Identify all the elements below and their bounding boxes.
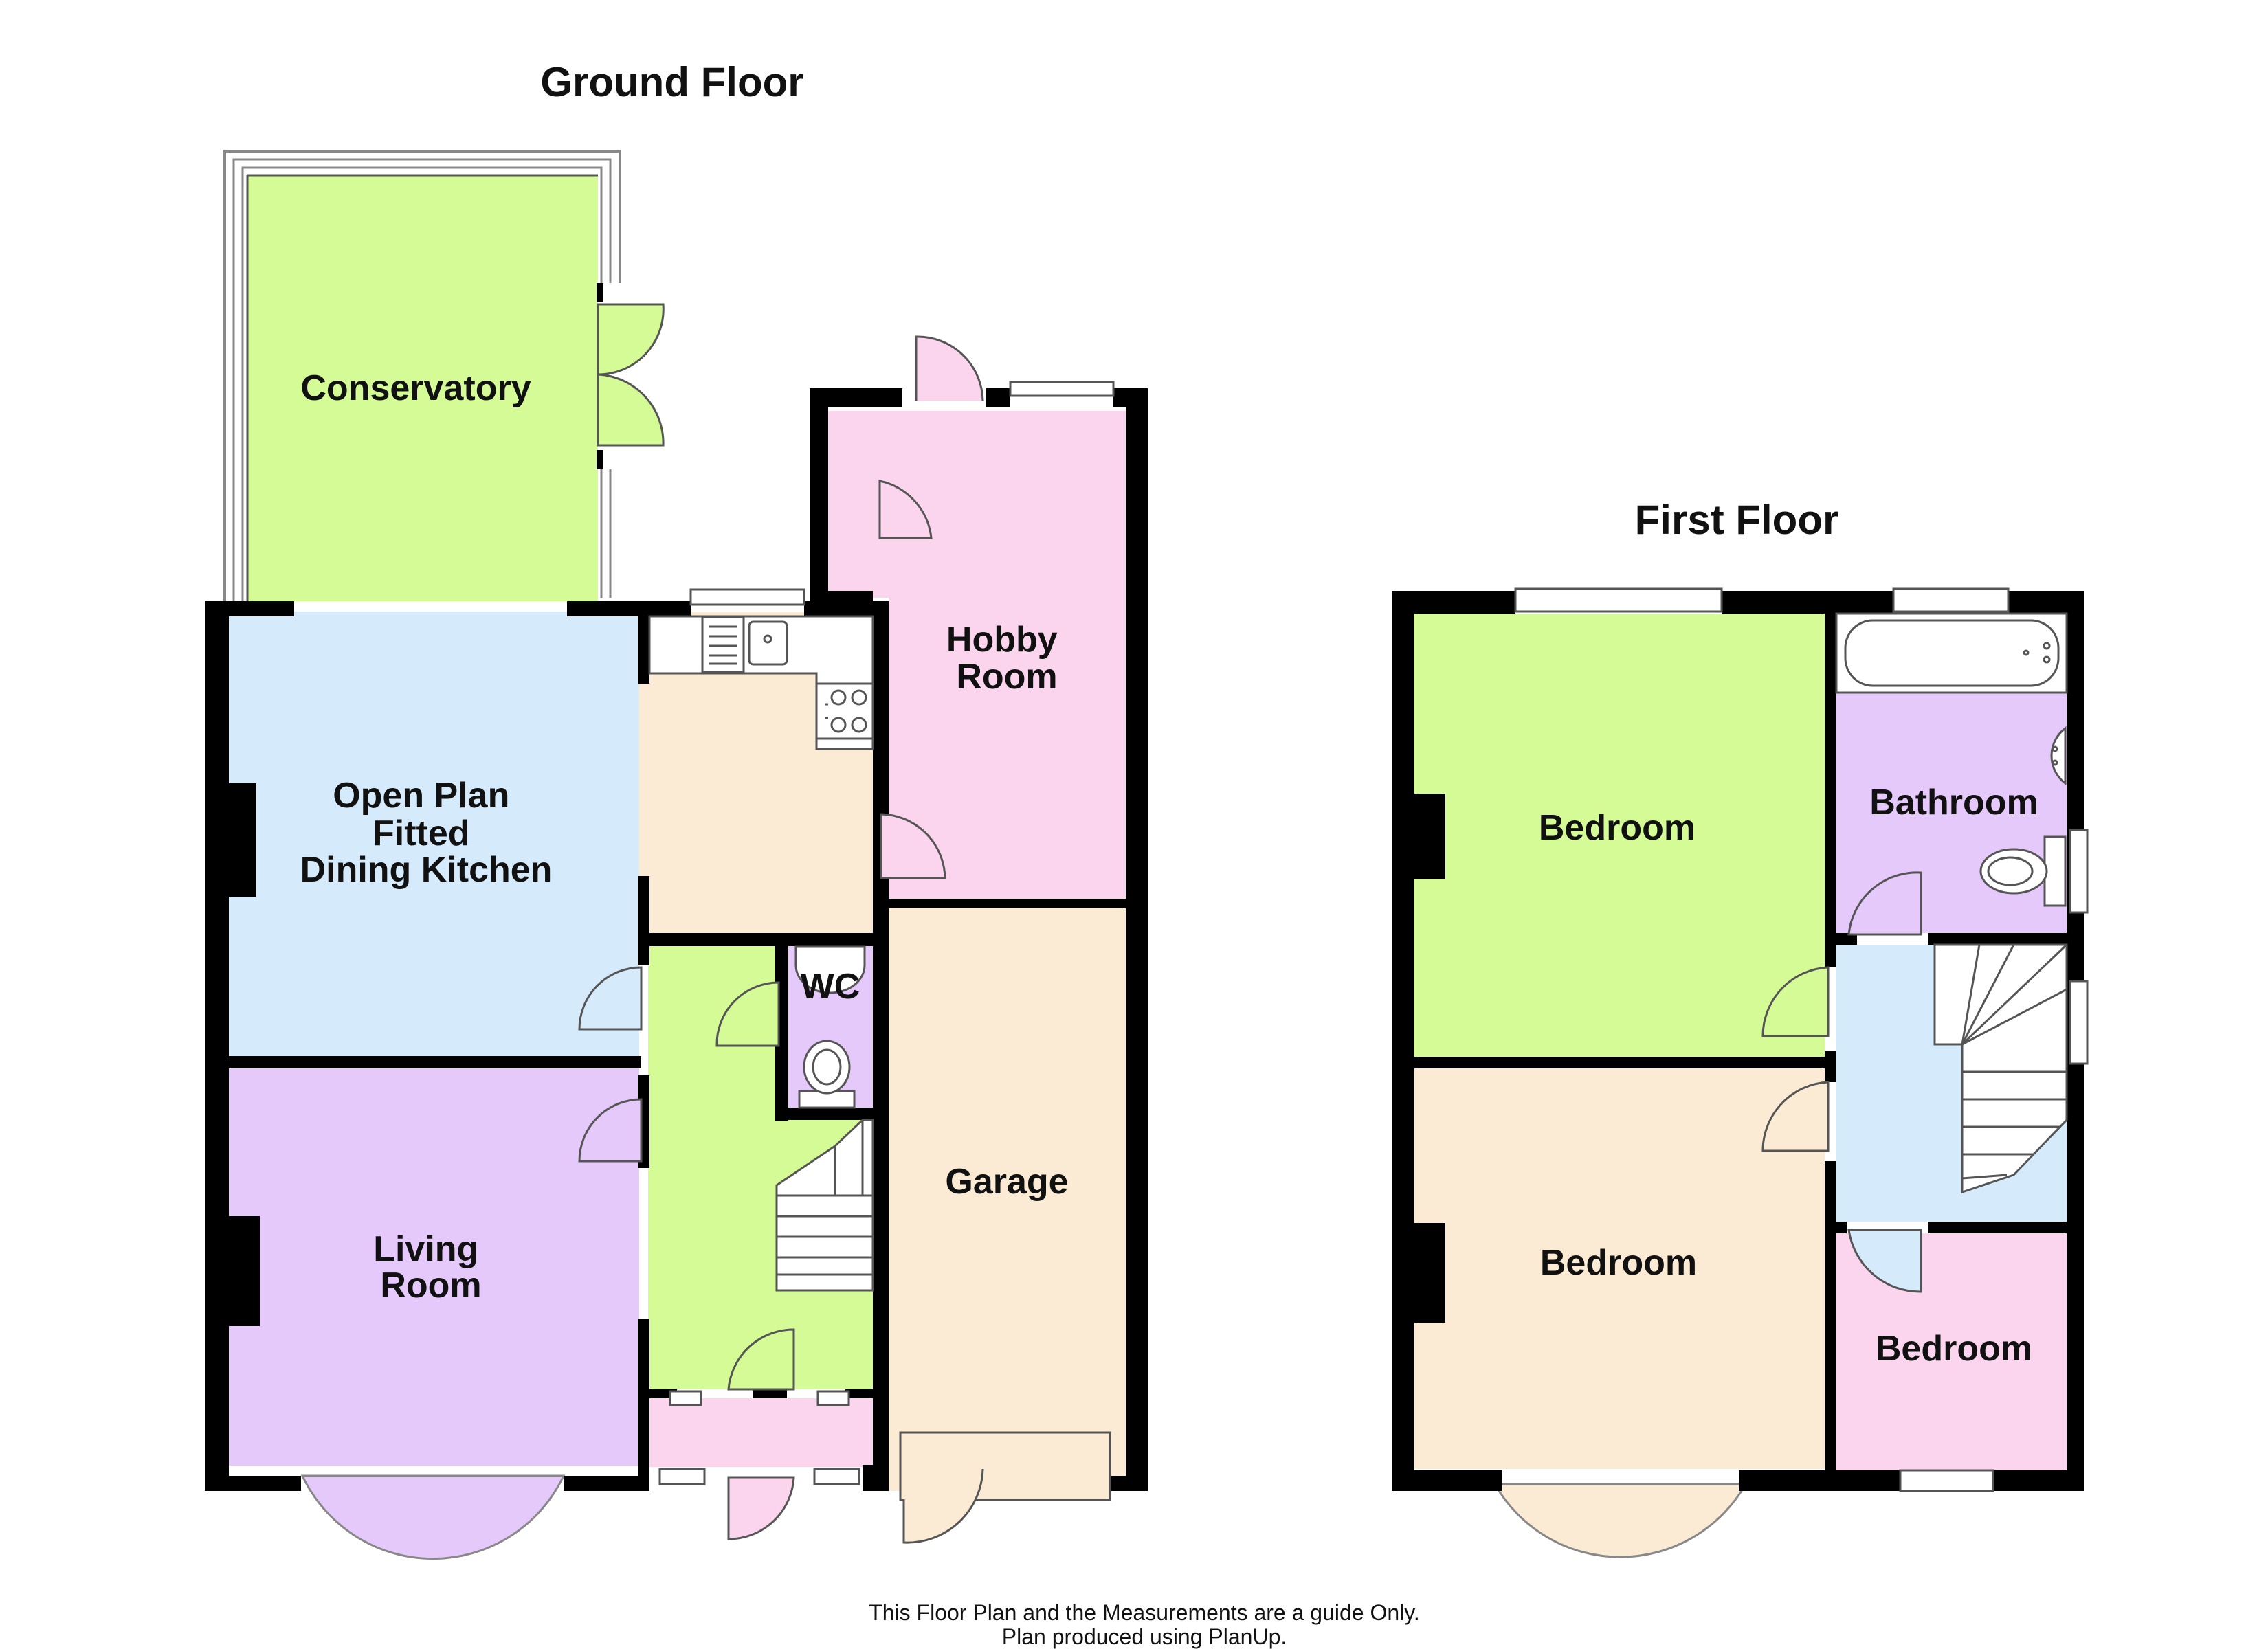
porch-floor <box>648 1398 873 1467</box>
cistern-icon <box>2043 835 2067 907</box>
footer-credit: Plan produced using PlanUp. <box>1002 1624 1287 1649</box>
ground-floor-windows <box>658 381 1115 1485</box>
ground-floor-doors <box>578 335 1111 1544</box>
hobby-room-label-line2: Room <box>956 657 1057 697</box>
ground-floor-title: Ground Floor <box>540 59 803 105</box>
living-room-label: Living Room <box>373 1229 489 1305</box>
kitchen-floor <box>229 612 639 1058</box>
kitchen-label-line1: Open Plan <box>333 776 509 816</box>
first-floor-walls <box>1392 591 2084 1491</box>
conservatory-label: Conservatory <box>300 368 531 408</box>
kitchen-hall-door <box>578 966 643 1031</box>
hobby-room-label: Hobby Room <box>946 620 1067 697</box>
living-room-label-line2: Room <box>380 1266 481 1305</box>
bedroom-2-door <box>1761 1081 1830 1152</box>
bathroom-door <box>1847 871 1922 936</box>
bedroom-2-label: Bedroom <box>1540 1243 1697 1283</box>
conservatory-glazing <box>223 150 621 601</box>
bedroom-3-label: Bedroom <box>1876 1329 2032 1369</box>
kitchen-label: Open Plan Fitted Dining Kitchen <box>300 776 553 890</box>
ground-floor-fixtures <box>648 615 874 1292</box>
first-floor-windows <box>1514 587 2089 1492</box>
hobby-room-label-line1: Hobby <box>946 620 1058 660</box>
first-floor: First Floor Bedroom Bathroom Bedroom Bed… <box>1392 497 2089 1558</box>
living-hall-door <box>578 1098 643 1163</box>
wc-basin-icon <box>794 945 866 994</box>
bedroom-2-floor <box>1414 1068 1825 1469</box>
first-floor-title: First Floor <box>1635 497 1839 543</box>
first-floor-doors <box>1761 871 1922 1293</box>
bedroom-1-label: Bedroom <box>1539 808 1696 848</box>
living-room-label-line1: Living <box>373 1229 478 1269</box>
ground-floor: Ground Floor Conservatory Open Plan Fitt… <box>205 59 1148 1560</box>
front-door <box>727 1476 795 1540</box>
bedroom-1-door <box>1761 966 1830 1037</box>
wc-label: WC <box>801 967 860 1007</box>
bedroom-2-bay <box>1493 1483 1748 1558</box>
garage-label: Garage <box>945 1162 1068 1202</box>
hobby-room-floor <box>889 411 1126 899</box>
conservatory-door <box>597 303 665 376</box>
hobby-garage-door <box>880 813 946 879</box>
porch-door <box>727 1328 795 1391</box>
footer-disclaimer: This Floor Plan and the Measurements are… <box>869 1600 1420 1625</box>
first-floor-fixtures <box>1835 612 2068 1194</box>
basin-icon <box>2050 726 2067 786</box>
garage-floor <box>889 908 1126 1491</box>
living-room-bay <box>300 1474 566 1560</box>
conservatory <box>223 150 665 601</box>
hobby-store-door <box>878 480 933 539</box>
bathroom-label: Bathroom <box>1869 783 2038 822</box>
bedroom-1-floor <box>1414 614 1825 1057</box>
hobby-store-floor <box>828 411 889 598</box>
bedroom-3-door <box>1847 1229 1922 1293</box>
ground-floor-walls <box>205 388 1148 1491</box>
kitchen-label-line2: Fitted <box>373 814 470 853</box>
conservatory-floor <box>247 175 598 601</box>
hobby-external-door <box>915 335 984 401</box>
wc-door <box>715 981 780 1047</box>
kitchen-label-line3: Dining Kitchen <box>300 850 553 890</box>
living-room-floor <box>229 1067 639 1466</box>
